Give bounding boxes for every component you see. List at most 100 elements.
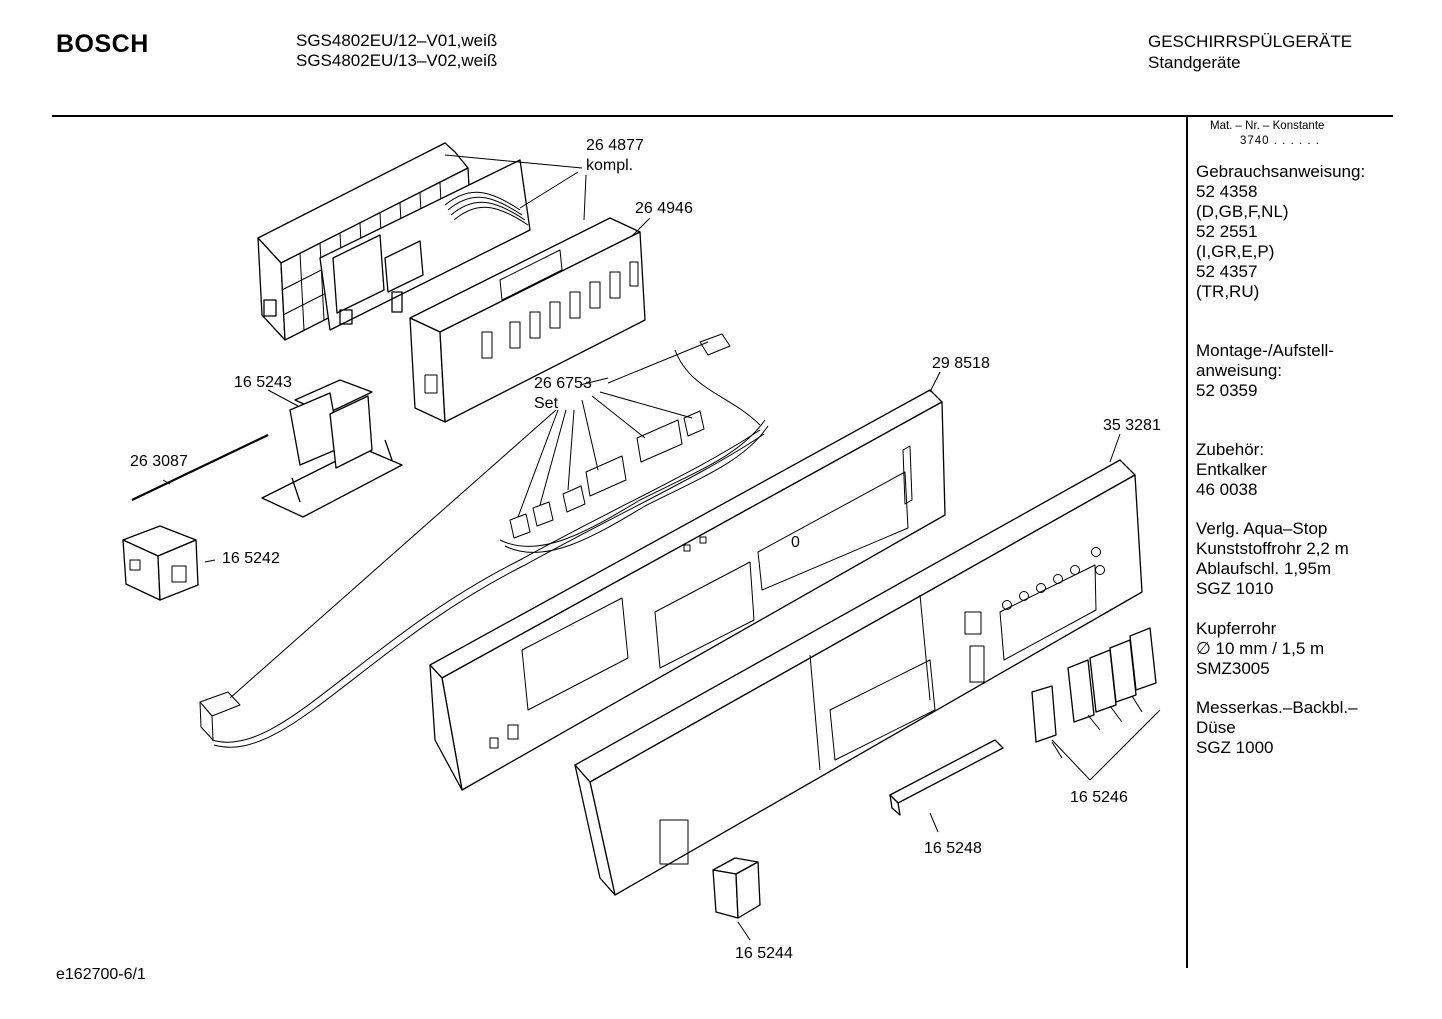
ribbon-cable <box>444 191 529 226</box>
connector-port <box>424 374 438 394</box>
sidebar-block-manual: Gebrauchsanweisung: 52 4358 (D,GB,F,NL) … <box>1196 162 1365 302</box>
part-label-264877: 26 4877 <box>586 137 644 154</box>
fascia-slot <box>964 611 982 635</box>
part-label-165242: 16 5242 <box>222 550 280 567</box>
part-label-165248: 16 5248 <box>924 840 982 857</box>
part-label-165244: 16 5244 <box>735 945 793 962</box>
part-label-298518: 29 8518 <box>932 355 990 372</box>
category-subtitle: Standgeräte <box>1148 53 1241 72</box>
cable-connector <box>683 410 705 437</box>
button-slot <box>481 331 493 359</box>
frame-clip <box>263 299 277 317</box>
sidebar-line: Zubehör: <box>1196 440 1265 459</box>
rod <box>131 434 269 501</box>
part-label-263087: 26 3087 <box>130 453 188 470</box>
push-button <box>1067 659 1095 723</box>
exploded-view-diagram <box>122 142 1161 941</box>
board-component <box>391 291 403 313</box>
sidebar-block-nozzle: Messerkas.–Backbl.– Düse SGZ 1000 <box>1196 698 1358 758</box>
panel-hole <box>699 536 707 544</box>
panel-cutout <box>654 561 755 669</box>
sidebar-line: Messerkas.–Backbl.– <box>1196 698 1358 717</box>
button-slot <box>569 291 581 319</box>
program-display <box>999 564 1097 661</box>
mat-nr-header: Mat. – Nr. – Konstante <box>1210 120 1325 132</box>
sidebar-line: Ablaufschl. 1,95m <box>1196 559 1332 578</box>
switch-housing <box>261 379 403 518</box>
header-divider <box>52 115 1393 117</box>
part-label-264946: 26 4946 <box>635 200 693 217</box>
indicator-led <box>1036 583 1046 593</box>
electronics-module-assembly <box>257 142 531 341</box>
transformer-block <box>332 234 385 314</box>
panel-hole <box>683 544 691 552</box>
part-label-266753-sub: Set <box>534 395 559 412</box>
indicator-led <box>1053 574 1063 584</box>
push-buttons <box>1031 627 1157 743</box>
sidebar-line: 46 0038 <box>1196 480 1258 499</box>
panel-cutout <box>521 597 629 711</box>
board-component <box>339 309 353 325</box>
indicator-led <box>1070 565 1080 575</box>
indicator-led <box>1002 600 1012 610</box>
sidebar-line: Kupferrohr <box>1196 619 1277 638</box>
indicator-led <box>1095 565 1105 575</box>
sidebar-line: SMZ3005 <box>1196 659 1270 678</box>
mat-nr-value: 3740 . . . . . . <box>1240 135 1320 147</box>
handle-recess <box>659 819 689 865</box>
push-button <box>1089 649 1117 713</box>
part-label-165243: 16 5243 <box>234 374 292 391</box>
cable-connector <box>699 333 731 356</box>
button-slot <box>609 271 621 299</box>
sidebar-block-copper: Kupferrohr ∅ 10 mm / 1,5 m SMZ3005 <box>1196 619 1324 679</box>
sidebar-line: 52 4358 <box>1196 182 1258 201</box>
cable-connector <box>562 485 586 513</box>
sidebar-line: SGZ 1000 <box>1196 738 1274 757</box>
cable-connector <box>532 501 554 527</box>
sidebar-line: SGZ 1010 <box>1196 579 1274 598</box>
cable-connector <box>585 455 627 497</box>
relay-block <box>384 240 424 293</box>
category-title: GESCHIRRSPÜLGERÄTE <box>1148 32 1353 51</box>
push-button <box>1109 639 1137 703</box>
drawing-code: e162700-6/1 <box>56 966 146 983</box>
switch-terminal <box>171 565 187 583</box>
control-module <box>409 217 646 423</box>
sidebar-line: 52 4357 <box>1196 262 1258 281</box>
sidebar-divider <box>1186 115 1188 968</box>
indicator-led <box>1019 591 1029 601</box>
push-button <box>1031 685 1057 743</box>
button-slot <box>589 281 601 309</box>
sidebar-line: 52 0359 <box>1196 381 1258 400</box>
panel-cutout <box>757 471 909 591</box>
push-button <box>1129 627 1157 691</box>
cable-connector <box>636 419 683 463</box>
model-line-2: SGS4802EU/13–V02,weiß <box>296 51 498 70</box>
cable-harness <box>199 333 769 748</box>
panel-hole <box>507 724 519 740</box>
inner-panel <box>429 389 946 791</box>
door-switch <box>122 525 199 601</box>
sidebar-line: ∅ 10 mm / 1,5 m <box>1196 639 1325 658</box>
sidebar-block-accessories: Zubehör: Entkalker 46 0038 <box>1196 440 1267 500</box>
sidebar-line: (TR,RU) <box>1196 282 1260 301</box>
display-window <box>499 249 563 301</box>
part-label-165246: 16 5246 <box>1070 789 1128 806</box>
sidebar-line: Montage-/Aufstell- <box>1196 341 1334 360</box>
button-slot <box>629 261 639 287</box>
fascia-window <box>829 659 936 761</box>
sidebar-block-installation: Montage-/Aufstell- anweisung: 52 0359 <box>1196 341 1334 401</box>
button-slot <box>549 301 561 329</box>
cable-connector <box>509 513 531 539</box>
sidebar-line: Gebrauchsanweisung: <box>1196 162 1366 181</box>
sidebar-line: 52 2551 <box>1196 222 1258 241</box>
sidebar-line: Düse <box>1196 718 1236 737</box>
sidebar-line: Kunststoffrohr 2,2 m <box>1196 539 1349 558</box>
part-label-266753: 26 6753 <box>534 375 592 392</box>
fascia-slot <box>969 645 985 683</box>
button-slot <box>529 311 541 339</box>
panel-marking: 0 <box>791 534 800 551</box>
sidebar-line: (D,GB,F,NL) <box>1196 202 1289 221</box>
sidebar-line: (I,GR,E,P) <box>1196 242 1275 261</box>
leader-lines <box>162 154 1161 941</box>
